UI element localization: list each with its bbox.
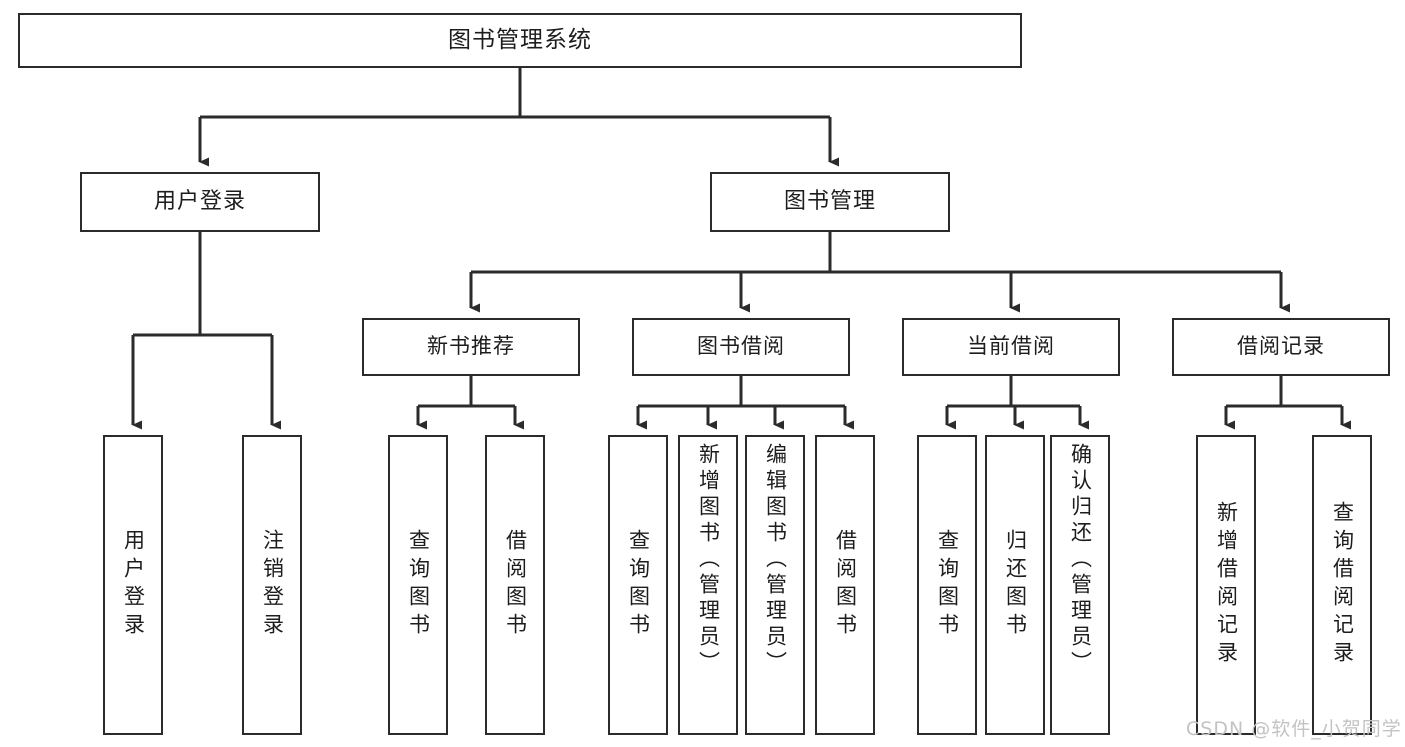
node-leaf-confirm-return-admin[interactable]: 确认归还（管理员）	[1050, 435, 1110, 735]
node-label: 新书推荐	[427, 334, 515, 359]
node-leaf-query-borrow-record[interactable]: 查询借阅记录	[1312, 435, 1372, 735]
node-label: 图书管理	[783, 188, 876, 214]
node-label: 新增图书（管理员）	[696, 443, 721, 677]
node-root[interactable]: 图书管理系统	[18, 13, 1022, 68]
node-label: 图书借阅	[697, 334, 785, 359]
node-user-login[interactable]: 用户登录	[80, 172, 320, 232]
node-label: 查询借阅记录	[1330, 501, 1355, 669]
node-label: 图书管理系统	[448, 26, 592, 53]
node-leaf-query-book-2[interactable]: 查询图书	[608, 435, 668, 735]
node-leaf-user-login[interactable]: 用户登录	[103, 435, 163, 735]
node-label: 当前借阅	[967, 334, 1055, 359]
node-current-borrow[interactable]: 当前借阅	[902, 318, 1120, 376]
node-leaf-logout[interactable]: 注销登录	[242, 435, 302, 735]
node-label: 新增借阅记录	[1214, 501, 1239, 669]
node-leaf-add-borrow-record[interactable]: 新增借阅记录	[1196, 435, 1256, 735]
node-leaf-query-book-3[interactable]: 查询图书	[917, 435, 977, 735]
csdn-watermark: CSDN @软件_小贺同学	[1186, 718, 1402, 740]
node-label: 确认归还（管理员）	[1068, 443, 1093, 677]
node-leaf-return-book[interactable]: 归还图书	[985, 435, 1045, 735]
node-book-management[interactable]: 图书管理	[710, 172, 950, 232]
node-leaf-edit-book-admin[interactable]: 编辑图书（管理员）	[745, 435, 805, 735]
node-label: 查询图书	[935, 529, 960, 641]
node-leaf-borrow-book-1[interactable]: 借阅图书	[485, 435, 545, 735]
node-label: 注销登录	[260, 529, 285, 641]
node-label: 借阅图书	[503, 529, 528, 641]
node-label: 用户登录	[153, 188, 246, 214]
node-book-borrow[interactable]: 图书借阅	[632, 318, 850, 376]
node-label: 查询图书	[406, 529, 431, 641]
node-label: 借阅记录	[1237, 334, 1325, 359]
node-new-book-recommend[interactable]: 新书推荐	[362, 318, 580, 376]
node-leaf-add-book-admin[interactable]: 新增图书（管理员）	[678, 435, 738, 735]
node-label: 归还图书	[1003, 529, 1028, 641]
node-leaf-query-book-1[interactable]: 查询图书	[388, 435, 448, 735]
node-label: 查询图书	[626, 529, 651, 641]
node-leaf-borrow-book-2[interactable]: 借阅图书	[815, 435, 875, 735]
node-borrow-record[interactable]: 借阅记录	[1172, 318, 1390, 376]
node-label: 编辑图书（管理员）	[763, 443, 788, 677]
node-label: 用户登录	[121, 529, 146, 641]
node-label: 借阅图书	[833, 529, 858, 641]
